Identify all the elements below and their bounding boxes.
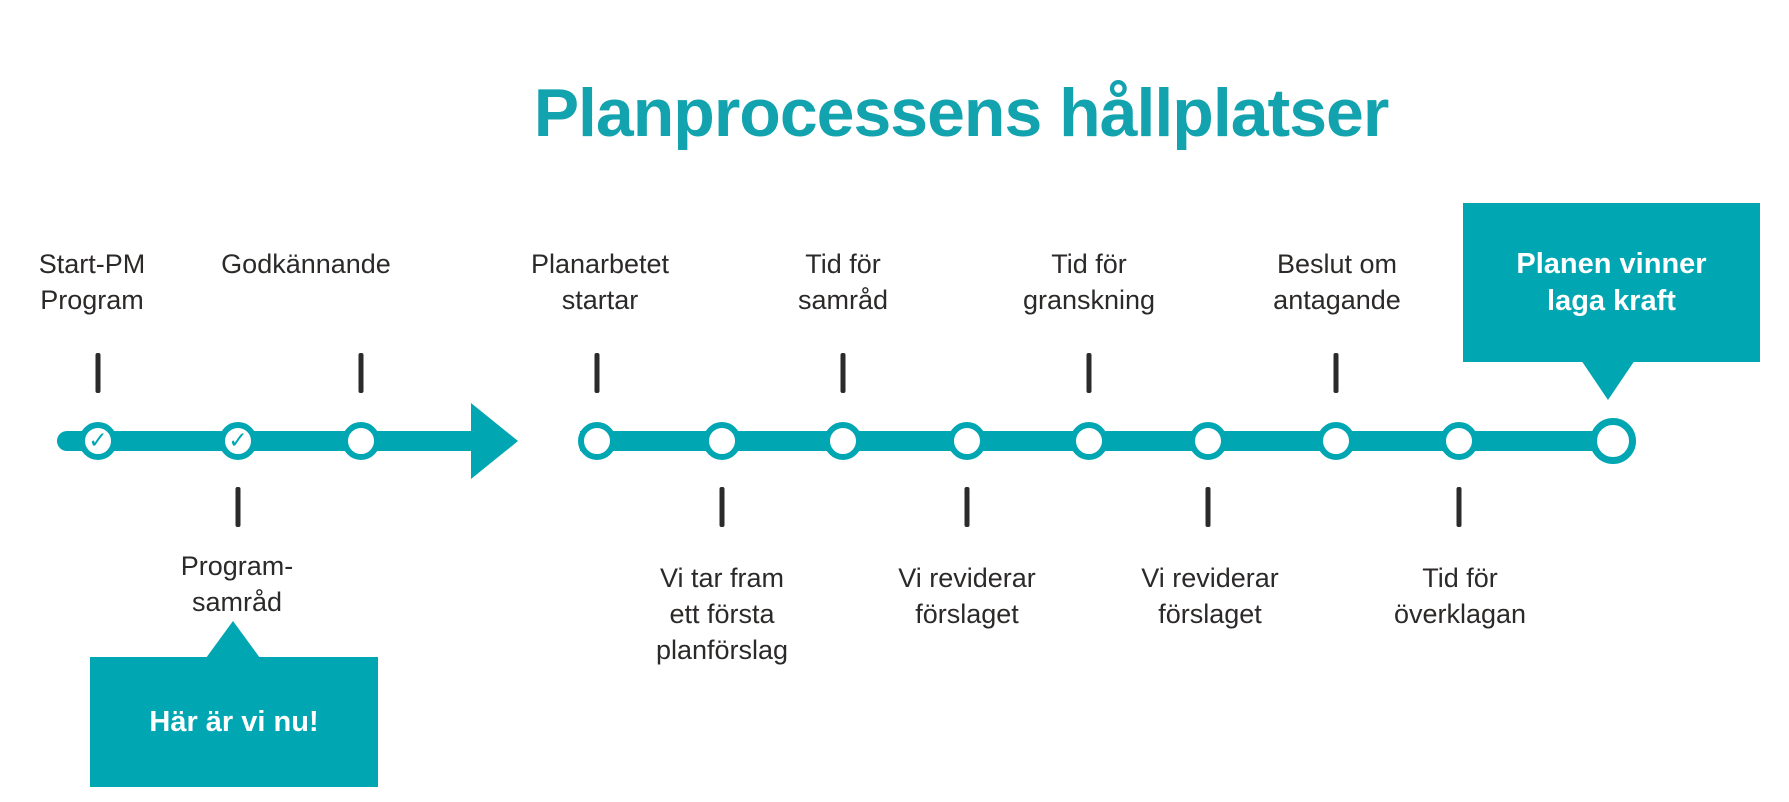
timeline-stop: [703, 422, 741, 460]
stage-label-vi-reviderar-1: Vi reviderar förslaget: [898, 563, 1036, 629]
tick-mark: [1086, 353, 1092, 393]
stage-label-tid-for-granskning: Tid för granskning: [1022, 249, 1156, 315]
timeline-stop: [1317, 422, 1355, 460]
stage-label-tid-for-overklagan: Tid för överklagan: [1393, 563, 1527, 629]
tick-mark: [1205, 487, 1211, 527]
tick-mark: [1333, 353, 1339, 393]
callout-tail-down: [1581, 360, 1635, 400]
tick-mark: [235, 487, 241, 527]
laga-kraft-callout: Planen vinner laga kraft: [1463, 203, 1760, 362]
stage-label-vi-reviderar-2: Vi reviderar förslaget: [1141, 563, 1279, 629]
tick-mark: [964, 487, 970, 527]
tick-mark: [719, 487, 725, 527]
timeline-stop-final: [1590, 418, 1636, 464]
stage-label-beslut-om-antagande: Beslut om antagande: [1273, 249, 1401, 315]
stage-label-planarbetet-startar: Planarbetet startar: [530, 249, 670, 315]
stage-label-programsamrad: Program- samråd: [180, 551, 294, 617]
timeline-stop: [824, 422, 862, 460]
timeline-stop: [948, 422, 986, 460]
timeline-stop: [1070, 422, 1108, 460]
timeline-stop: [1440, 422, 1478, 460]
stage-label-godkannande: Godkännande: [221, 249, 391, 279]
here-we-are-callout: Här är vi nu!: [90, 657, 378, 787]
check-icon: ✓: [88, 426, 108, 453]
tick-mark: [594, 353, 600, 393]
stage-label-tid-for-samrad: Tid för samråd: [797, 249, 889, 315]
stage-label-vi-tar-fram: Vi tar fram ett första planförslag: [655, 563, 789, 665]
tick-mark: [1456, 487, 1462, 527]
tick-mark: [358, 353, 364, 393]
timeline-stop: [1189, 422, 1227, 460]
stage-label-start-pm-program: Start-PM Program: [38, 249, 146, 315]
arrow-right-icon: [471, 403, 518, 479]
tick-mark: [840, 353, 846, 393]
page-title: Planprocessens hållplatser: [533, 75, 1390, 151]
timeline-stop: [578, 422, 616, 460]
timeline-stop-done: ✓: [219, 422, 257, 460]
timeline-stop: [342, 422, 380, 460]
tick-mark: [95, 353, 101, 393]
callout-tail-up: [206, 621, 260, 658]
timeline-stop-done: ✓: [79, 422, 117, 460]
timeline-bar-phase1: [57, 431, 473, 451]
check-icon: ✓: [228, 426, 248, 453]
